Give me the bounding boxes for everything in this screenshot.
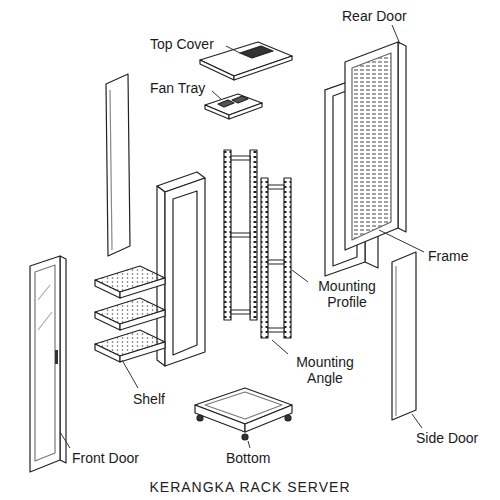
- part-label: Shelf: [133, 391, 165, 407]
- caption: KERANGKA RACK SERVER: [0, 479, 500, 495]
- part-label: Fan Tray: [150, 80, 205, 96]
- front-door: [30, 256, 66, 472]
- part-label: Frame: [428, 248, 468, 264]
- part-label: Rear Door: [342, 8, 407, 24]
- part-label: Front Door: [72, 450, 139, 466]
- leader-line: [60, 25, 424, 448]
- bottom-base: [195, 388, 292, 440]
- rear-door: [345, 42, 406, 250]
- front-frame: [157, 172, 205, 366]
- part-label: Side Door: [416, 430, 478, 446]
- part-label: Mounting Profile: [310, 278, 384, 310]
- part-label: Top Cover: [150, 36, 214, 52]
- fan-tray: [205, 94, 262, 119]
- mounting-profile: [224, 150, 291, 338]
- side-panel: [106, 74, 130, 256]
- shelf: [95, 266, 165, 362]
- part-label: Mounting Angle: [288, 354, 362, 386]
- part-label: Bottom: [226, 450, 270, 466]
- side-door: [392, 252, 416, 420]
